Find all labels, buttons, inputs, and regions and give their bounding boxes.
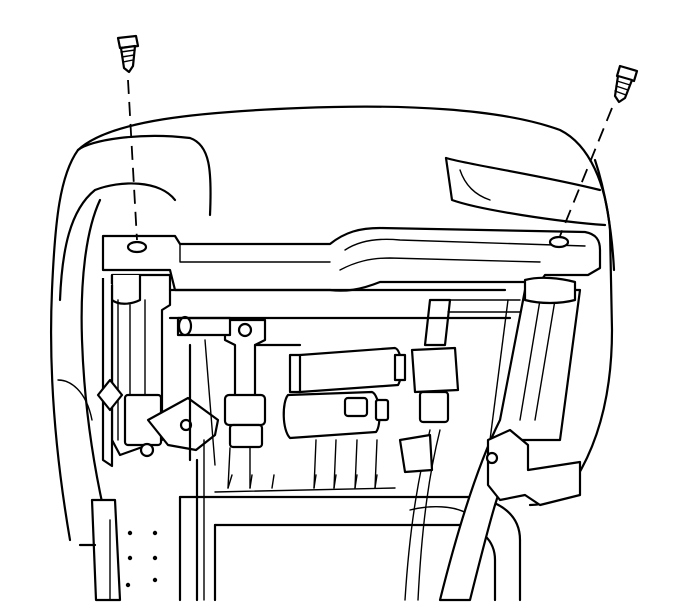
drive-shaft-assembly (176, 315, 302, 466)
left-screw (116, 34, 140, 74)
left-bolt-hole (126, 240, 148, 254)
left-support-post (96, 273, 172, 468)
upper-rod (168, 288, 512, 320)
spring-row (214, 439, 396, 493)
right-screw-alignment-line (559, 107, 613, 237)
seat-actuator-motors (282, 346, 407, 440)
upper-motor (292, 346, 403, 394)
right-bolt-hole (548, 235, 570, 249)
left-lower-rail (78, 439, 205, 602)
right-mounting-bracket (485, 428, 582, 507)
cable-connector (398, 298, 521, 474)
seat-cushion-shell (50, 105, 616, 542)
left-screw-alignment-line (127, 79, 138, 241)
right-screw (613, 64, 639, 104)
mounting-bracket (146, 396, 220, 452)
post-fastener (139, 442, 155, 458)
